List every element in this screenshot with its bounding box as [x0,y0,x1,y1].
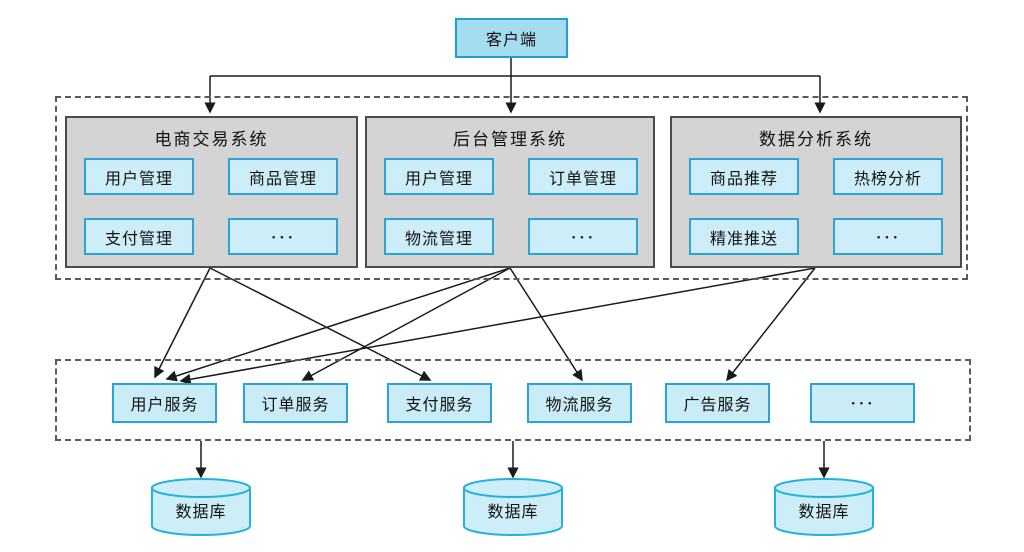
module-box: 商品推荐 [689,158,799,195]
system-title: 数据分析系统 [759,130,873,150]
client-label: 客户端 [485,30,537,49]
module-box-ellipsis: ··· [228,218,338,255]
database-label: 数据库 [487,502,539,521]
module-box: 支付管理 [84,218,194,255]
database-label: 数据库 [798,502,850,521]
client-box: 客户端 [455,18,568,58]
system-panel-ecommerce-trading: 电商交易系统 用户管理 商品管理 支付管理 ··· [65,116,358,268]
module-box: 订单管理 [528,158,638,195]
system-panel-data-analysis: 数据分析系统 商品推荐 热榜分析 精准推送 ··· [670,116,962,268]
system-title: 后台管理系统 [453,130,567,150]
database-label: 数据库 [175,502,227,521]
service-box-order: 订单服务 [243,383,348,423]
module-box: 商品管理 [228,158,338,195]
module-box-ellipsis: ··· [833,218,943,255]
system-panel-backoffice: 后台管理系统 用户管理 订单管理 物流管理 ··· [365,116,655,268]
service-box-logistics: 物流服务 [527,383,632,423]
module-box: 用户管理 [84,158,194,195]
module-box: 精准推送 [689,218,799,255]
module-box: 热榜分析 [833,158,943,195]
system-title: 电商交易系统 [154,130,269,150]
module-box: 物流管理 [384,218,494,255]
service-box-user: 用户服务 [112,383,217,423]
systems-layer-boundary [55,96,968,280]
module-box-ellipsis: ··· [528,218,638,255]
service-box-payment: 支付服务 [387,383,492,423]
module-box: 用户管理 [384,158,494,195]
service-box-ellipsis: ··· [810,383,915,423]
services-layer-boundary [55,359,971,441]
service-box-advertising: 广告服务 [665,383,770,423]
